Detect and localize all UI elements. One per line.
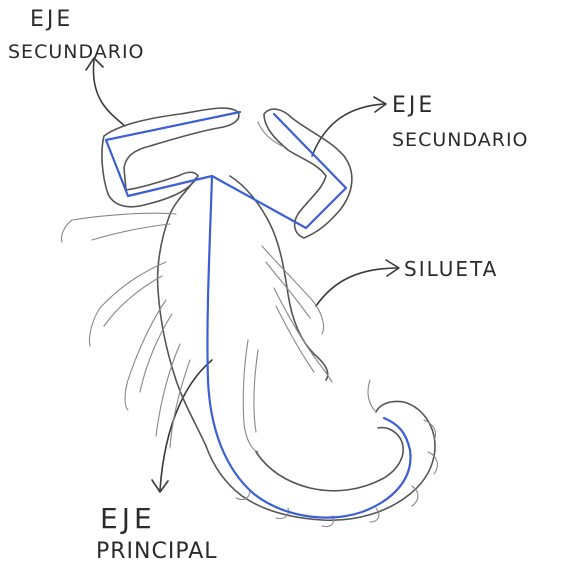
label-secondary-left-line1: EJE [30,7,73,32]
label-secondary-right-line1: EJE [392,93,435,118]
label-silhouette: SILUETA [404,257,498,281]
arrow-secondary-right [312,104,384,156]
leg-left-2 [89,262,166,346]
label-secondary-axis-right: EJE SECUNDARIO [392,93,529,151]
label-secondary-left-line2: SECUNDARIO [8,41,145,63]
main-axis [207,176,410,518]
leg-left-1 [61,213,176,242]
leg-left-4 [156,344,190,448]
label-silhouette-text: SILUETA [404,257,498,281]
label-main-axis: EJE PRINCIPAL [96,502,218,564]
tail-outline-inner [256,428,403,491]
label-main-line1: EJE [100,502,156,535]
arrow-silhouette [316,268,398,306]
tail-stinger [368,380,376,412]
leg-right-2 [274,288,332,382]
leg-right-1 [262,246,324,334]
label-secondary-right-line2: SECUNDARIO [392,129,529,151]
leg-right-3 [243,340,258,452]
label-main-line2: PRINCIPAL [96,539,218,564]
right-claw-outline [264,109,352,238]
leg-left-3 [125,300,172,410]
label-secondary-axis-left: EJE SECUNDARIO [8,7,145,63]
construction-axes [106,112,411,518]
arrow-secondary-left [93,60,125,126]
